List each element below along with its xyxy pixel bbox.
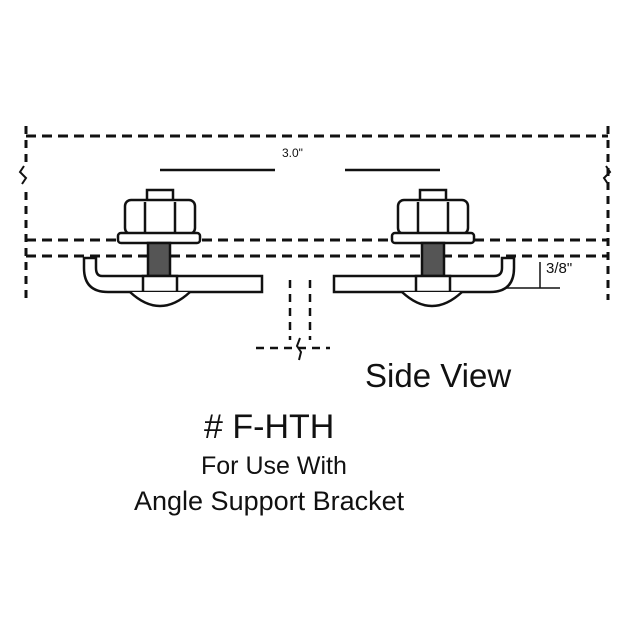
description-line-1: For Use With: [201, 452, 347, 480]
center-support: [256, 280, 330, 361]
description-line-2: Angle Support Bracket: [134, 486, 405, 516]
dimension-side: [506, 262, 560, 289]
right-bolt-assembly: [332, 188, 516, 308]
view-label: Side View: [365, 357, 512, 394]
dimension-side-label: 3/8": [546, 260, 573, 277]
left-bolt-assembly: [82, 188, 264, 308]
dimension-top-label: 3.0": [282, 146, 303, 160]
part-number: # F-HTH: [204, 408, 335, 446]
rail-outline: [18, 126, 612, 300]
